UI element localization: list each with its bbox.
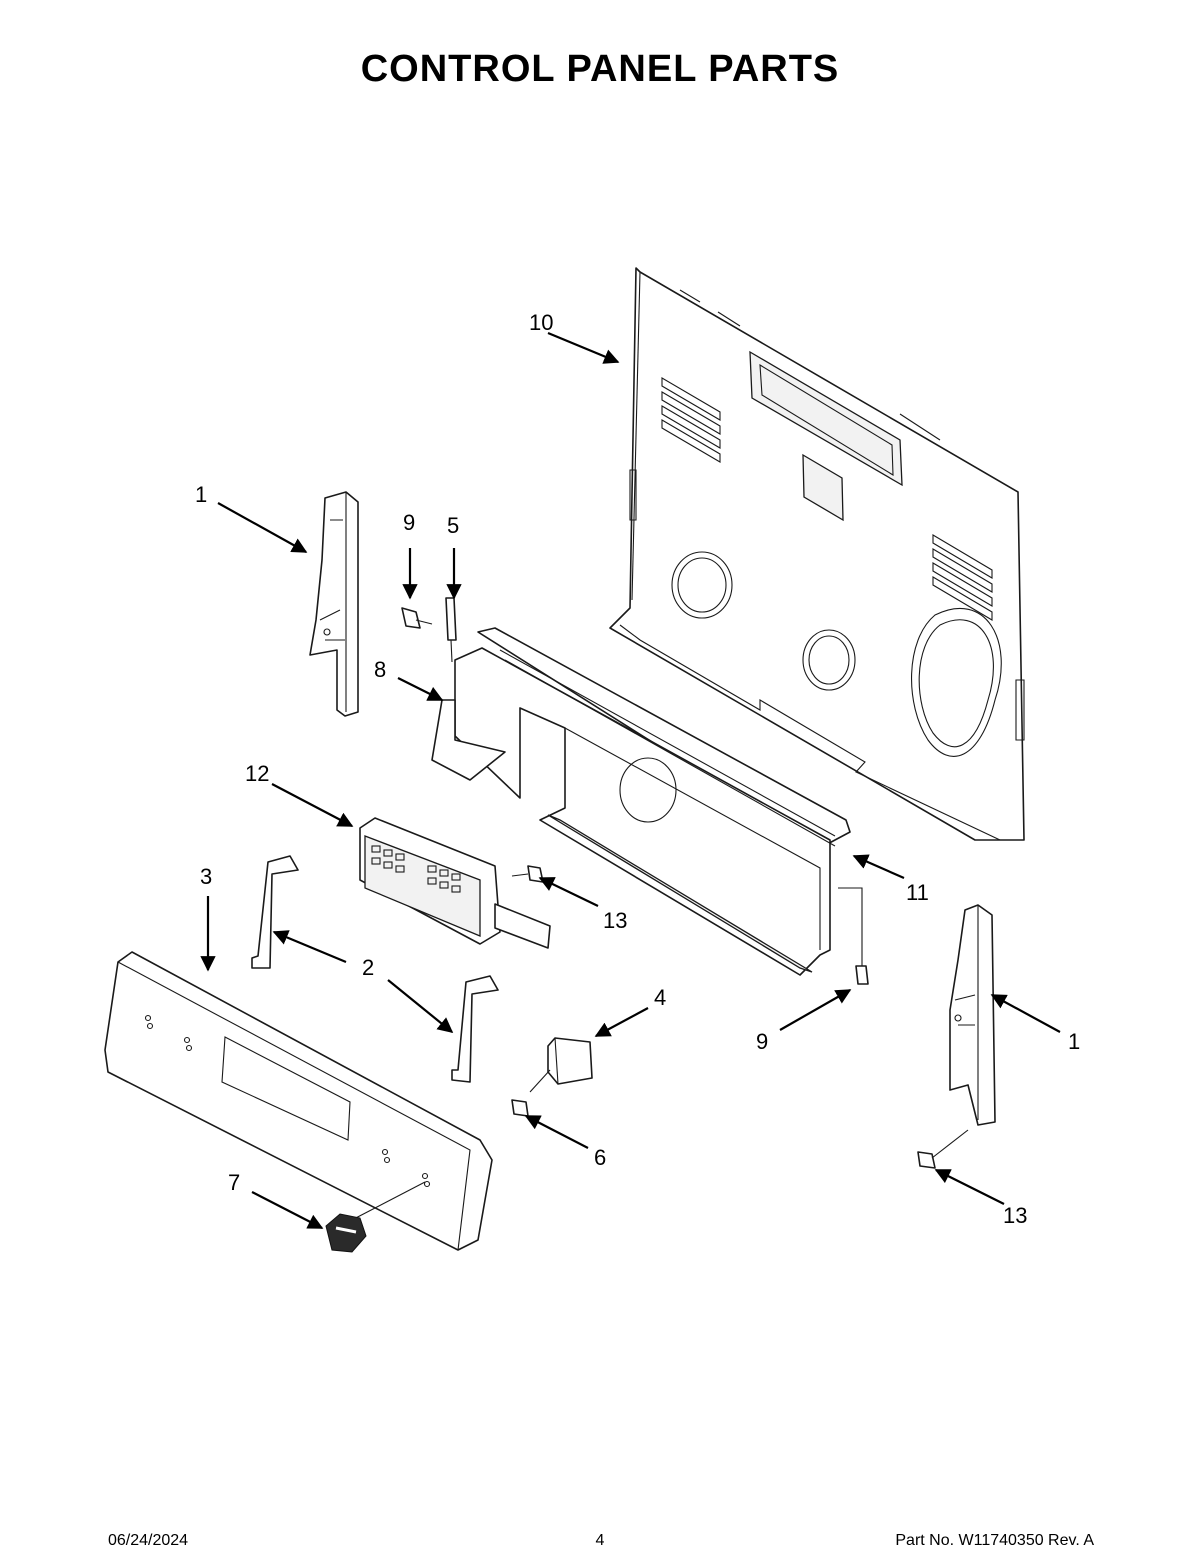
footer-part-number: Part No. W11740350 Rev. A <box>895 1532 1094 1549</box>
part-6-screw[interactable] <box>511 1099 529 1117</box>
page-title: CONTROL PANEL PARTS <box>360 48 840 90</box>
footer-page-number: 4 <box>595 1532 605 1549</box>
callout-13-bracket: 13 <box>1003 1203 1027 1228</box>
callout-labels: 10 1 9 5 8 12 3 11 13 2 4 9 1 6 7 13 <box>195 310 1080 1228</box>
callout-2: 2 <box>362 955 374 980</box>
part-11-console-back[interactable] <box>431 627 851 976</box>
callout-11: 11 <box>906 880 929 905</box>
callout-10: 10 <box>529 310 553 335</box>
part-1-left-end-cap-bracket[interactable] <box>309 491 359 717</box>
callout-8: 8 <box>374 657 386 682</box>
part-2-bracket-right[interactable] <box>451 975 499 1083</box>
part-1-right-end-cap-bracket[interactable] <box>949 904 996 1126</box>
part-13-screw-bracket[interactable] <box>917 1129 969 1169</box>
part-10-rear-panel[interactable] <box>609 267 1025 841</box>
callout-4: 4 <box>654 985 666 1010</box>
part-3-control-panel[interactable] <box>104 951 493 1251</box>
callout-1-right: 1 <box>1068 1029 1080 1054</box>
footer-date: 06/24/2024 <box>108 1532 189 1549</box>
callout-1-left: 1 <box>195 482 207 507</box>
callout-12: 12 <box>245 761 269 786</box>
part-13-screw-board[interactable] <box>511 865 544 883</box>
part-9-screw-bottom[interactable] <box>838 887 869 985</box>
callout-13-board: 13 <box>603 908 627 933</box>
callout-7: 7 <box>228 1170 240 1195</box>
part-5-clip[interactable] <box>445 597 457 663</box>
part-9-screw-top[interactable] <box>401 607 433 629</box>
callout-9-bottom: 9 <box>756 1029 768 1054</box>
part-2-bracket-left[interactable] <box>251 855 299 969</box>
callout-6: 6 <box>594 1145 606 1170</box>
part-7-knob[interactable] <box>325 1213 367 1253</box>
callout-5: 5 <box>447 513 459 538</box>
leader-arrows <box>200 331 1061 1229</box>
callout-3: 3 <box>200 864 212 889</box>
part-12-control-board[interactable] <box>359 817 551 949</box>
callout-9-top: 9 <box>403 510 415 535</box>
part-4-switch[interactable] <box>529 1037 593 1093</box>
